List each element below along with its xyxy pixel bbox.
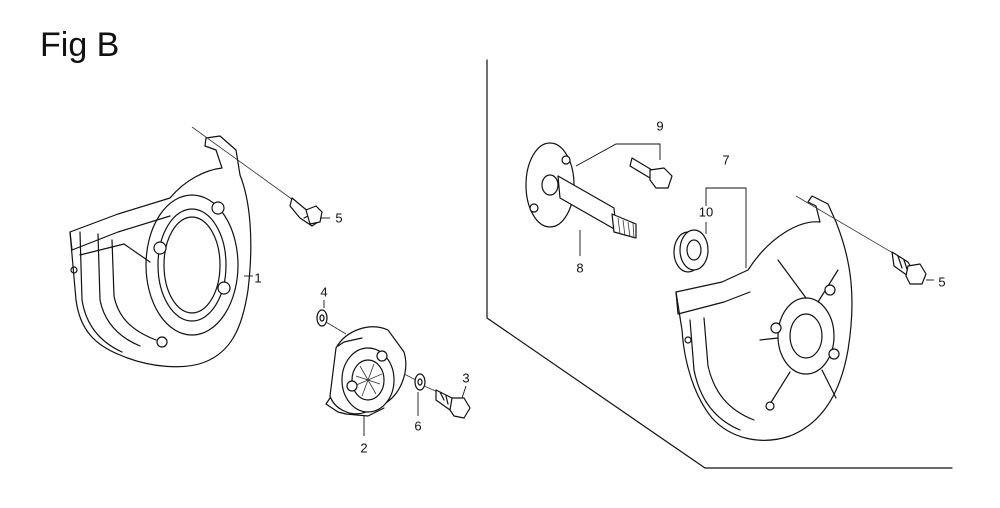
callout-7: 7	[722, 152, 730, 168]
part-5-bolt-left	[191, 126, 323, 227]
assembly-divider-line	[486, 59, 953, 469]
part-5-bolt-right	[795, 195, 927, 285]
part-8-shaft	[525, 142, 637, 239]
part-1-clutch-housing	[69, 135, 252, 368]
leader-3	[461, 385, 467, 399]
part-10-oil-seal	[673, 229, 709, 273]
leader-7-bracket	[705, 187, 747, 268]
part-4-washer	[316, 309, 347, 335]
callout-4: 4	[320, 284, 328, 300]
callout-2: 2	[360, 440, 368, 456]
callout-10: 10	[698, 204, 714, 220]
callout-3: 3	[462, 370, 470, 386]
part-3-bolt	[423, 385, 471, 419]
callout-9: 9	[656, 118, 664, 134]
part-7-gear-case	[675, 195, 853, 441]
callout-8: 8	[576, 260, 584, 276]
callout-1: 1	[254, 270, 262, 286]
part-2-clutch-assembly	[325, 326, 407, 417]
part-9-bolt	[575, 143, 673, 189]
callout-5-left: 5	[335, 210, 343, 226]
callout-5-right: 5	[938, 274, 946, 290]
callout-6: 6	[414, 418, 422, 434]
figure-title: Fig B	[40, 26, 120, 64]
part-6-washer	[403, 373, 426, 391]
